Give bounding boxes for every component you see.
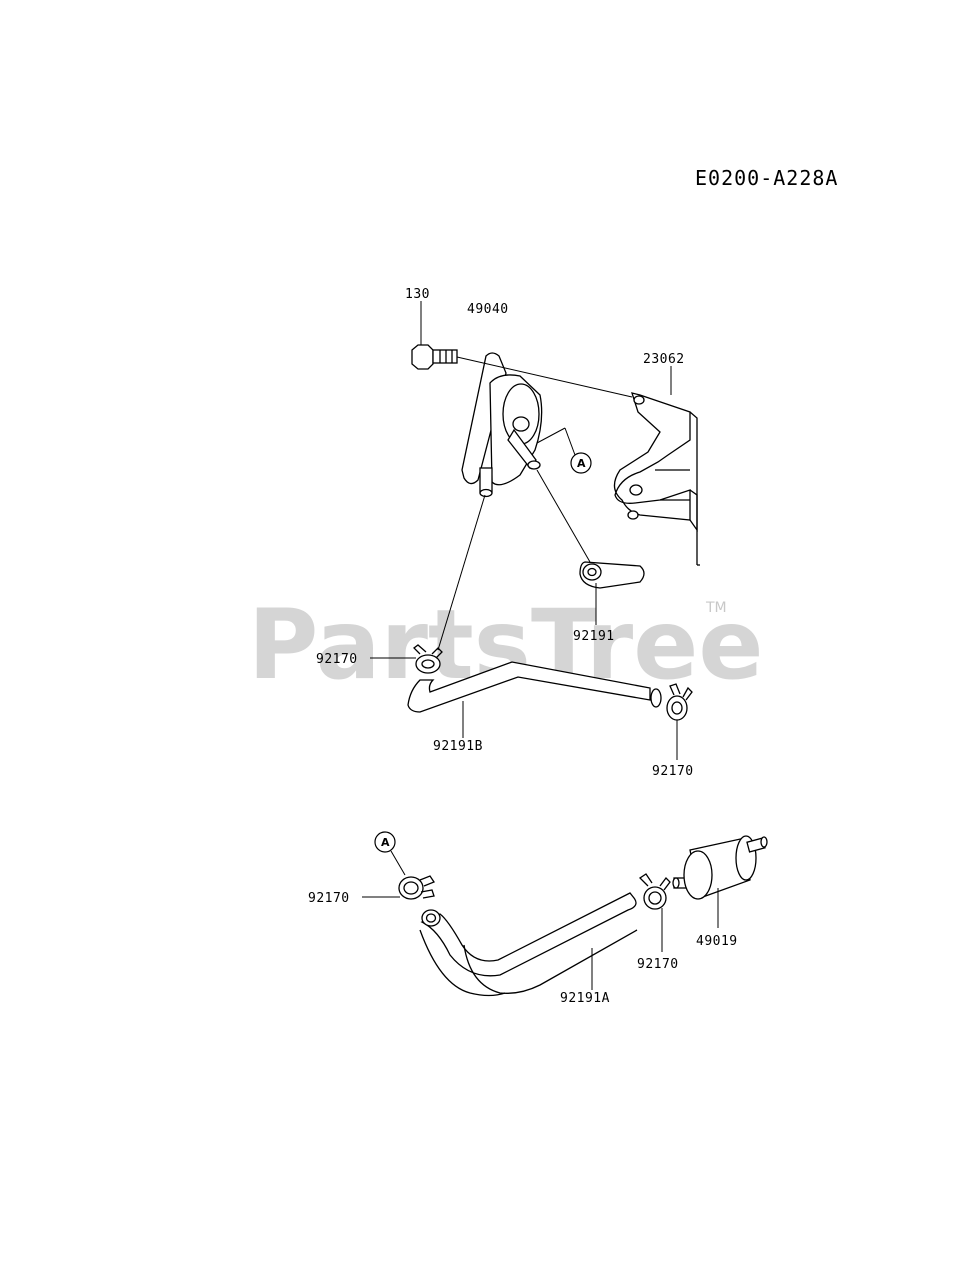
- label-clamp-upper-right[interactable]: 92170: [652, 764, 694, 779]
- clamp-lower-right-drawing[interactable]: [638, 873, 671, 910]
- label-hose-92191b[interactable]: 92191B: [433, 739, 483, 754]
- label-bolt-130[interactable]: 130: [405, 287, 430, 302]
- pump-to-clamp-line: [437, 494, 486, 651]
- hose-b-drawing[interactable]: [407, 661, 662, 713]
- label-clamp-upper-left[interactable]: 92170: [316, 652, 358, 667]
- label-fuel-filter-49019[interactable]: 49019: [696, 934, 738, 949]
- label-clamp-lower-right[interactable]: 92170: [637, 957, 679, 972]
- watermark-trademark: TM: [705, 600, 727, 616]
- ref-a-upper-leader-2: [564, 427, 576, 456]
- ref-a-lower-label: A: [381, 836, 390, 849]
- clamp-lower-left-drawing[interactable]: [398, 875, 435, 900]
- ref-a-lower-circle: [374, 831, 396, 853]
- bolt-to-bracket-line: [456, 356, 633, 398]
- bolt-130-drawing[interactable]: [411, 344, 458, 370]
- hose-a-drawing[interactable]: [419, 892, 638, 997]
- label-hose-92191[interactable]: 92191: [573, 629, 615, 644]
- diagram-code: E0200-A228A: [695, 166, 838, 190]
- clamp-upper-right-drawing[interactable]: [666, 683, 693, 721]
- ref-a-lower-leader: [390, 850, 406, 876]
- watermark: PartsTree: [248, 589, 763, 701]
- label-bracket-23062[interactable]: 23062: [643, 352, 685, 367]
- label-hose-92191a[interactable]: 92191A: [560, 991, 610, 1006]
- pump-outlet-hose-drawing[interactable]: [579, 561, 645, 589]
- ref-a-upper-circle: [570, 452, 592, 474]
- bracket-23062-drawing[interactable]: [613, 392, 700, 566]
- pump-to-hose-line: [536, 469, 591, 563]
- fuel-filter-drawing[interactable]: [672, 835, 768, 900]
- label-fuel-pump-49040[interactable]: 49040: [467, 302, 509, 317]
- fuel-pump-drawing[interactable]: [461, 352, 543, 498]
- ref-a-upper-leader: [536, 427, 566, 444]
- clamp-upper-left-drawing[interactable]: [413, 644, 443, 674]
- label-clamp-lower-left[interactable]: 92170: [308, 891, 350, 906]
- ref-a-upper-label: A: [577, 457, 586, 470]
